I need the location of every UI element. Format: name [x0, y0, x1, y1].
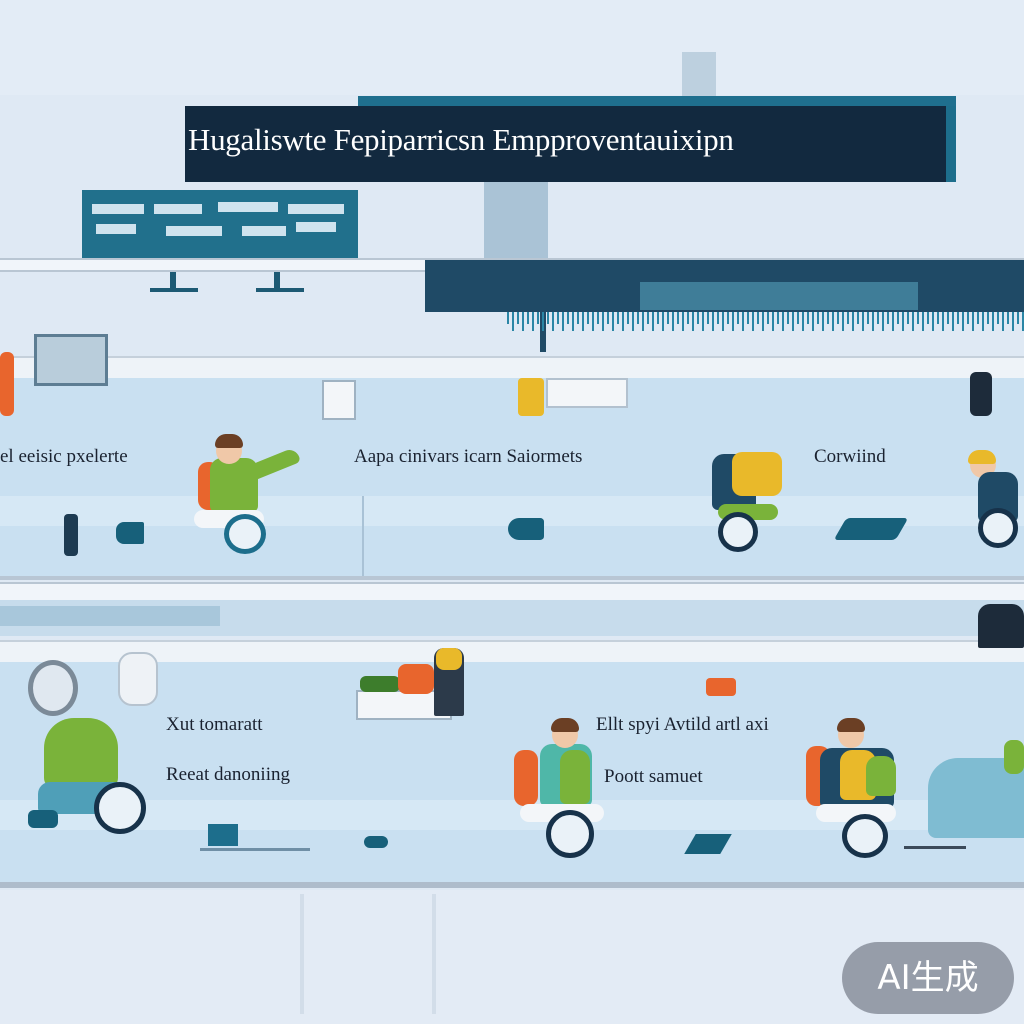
background-panel-top — [0, 0, 1024, 95]
lane-1 — [0, 378, 1024, 578]
lane-1-baseline — [0, 576, 1024, 580]
roof-fringe — [507, 312, 1024, 331]
board-stand — [274, 258, 280, 290]
background-pillar — [682, 52, 716, 98]
shoe-icon — [116, 522, 144, 544]
lane-2-label-3: Ellt spyi Avtild artl axi — [596, 714, 769, 735]
lane-1-rail — [0, 356, 1024, 380]
traveler-wheelchair-green — [186, 432, 306, 554]
banner — [185, 106, 956, 182]
kiosk-screen — [34, 334, 108, 386]
box-icon — [208, 824, 238, 846]
traveler-wheelchair-yellow-shirt — [806, 716, 906, 858]
shoe-icon — [64, 514, 78, 556]
shoe-icon — [508, 518, 544, 540]
middle-beam — [0, 582, 1024, 602]
lane-1-label-2: Aapa cinivars icarn Saiormets — [354, 446, 583, 467]
lane-1-label-3: Corwiind — [814, 446, 886, 467]
lane-2-label-2: Reeat danoniing — [166, 764, 290, 785]
traveler-large-green — [28, 660, 146, 840]
traveler-wheelchair-teal — [514, 716, 614, 858]
dark-bag — [970, 372, 992, 416]
background-pillar — [484, 182, 548, 260]
board-stand — [256, 288, 304, 292]
lane-2-label-1: Xut tomaratt — [166, 714, 263, 735]
orange-cart — [706, 678, 736, 696]
traveler-edge-right — [964, 448, 1024, 548]
middle-window — [0, 606, 220, 626]
floor-post — [432, 894, 436, 1014]
shoe-icon — [833, 518, 909, 540]
display-board — [82, 190, 358, 258]
floor-line — [904, 846, 966, 849]
counter-box — [546, 378, 628, 408]
shoe-icon — [364, 836, 388, 848]
yellow-bag — [518, 378, 544, 416]
reclining-traveler-arm — [1004, 740, 1024, 774]
lane-1-divider — [362, 496, 364, 576]
luggage-scale — [322, 380, 356, 420]
board-stand — [150, 288, 198, 292]
floor-post — [300, 894, 304, 1014]
traveler-wheelchair-yellow — [702, 448, 792, 552]
floor-line — [200, 848, 310, 851]
banner-title: Hugaliswte Fepiparricsn Empproventauixip… — [188, 122, 734, 157]
green-bag — [360, 676, 400, 692]
dark-figure — [978, 604, 1024, 648]
lane-1-label-1: el eeisic pxelerte — [0, 446, 128, 467]
roof-window — [640, 282, 918, 310]
lane-2-label-4: Poott samuet — [604, 766, 703, 787]
white-cart — [118, 652, 158, 706]
ai-generated-badge: AI生成 — [842, 942, 1014, 1014]
lane-2-baseline — [0, 882, 1024, 888]
roof-post — [540, 262, 546, 352]
orange-suitcase — [398, 664, 434, 694]
porter-backpack — [436, 648, 462, 670]
board-stand — [170, 258, 176, 290]
orange-bag — [0, 352, 14, 416]
banner-top-strip — [358, 96, 956, 106]
